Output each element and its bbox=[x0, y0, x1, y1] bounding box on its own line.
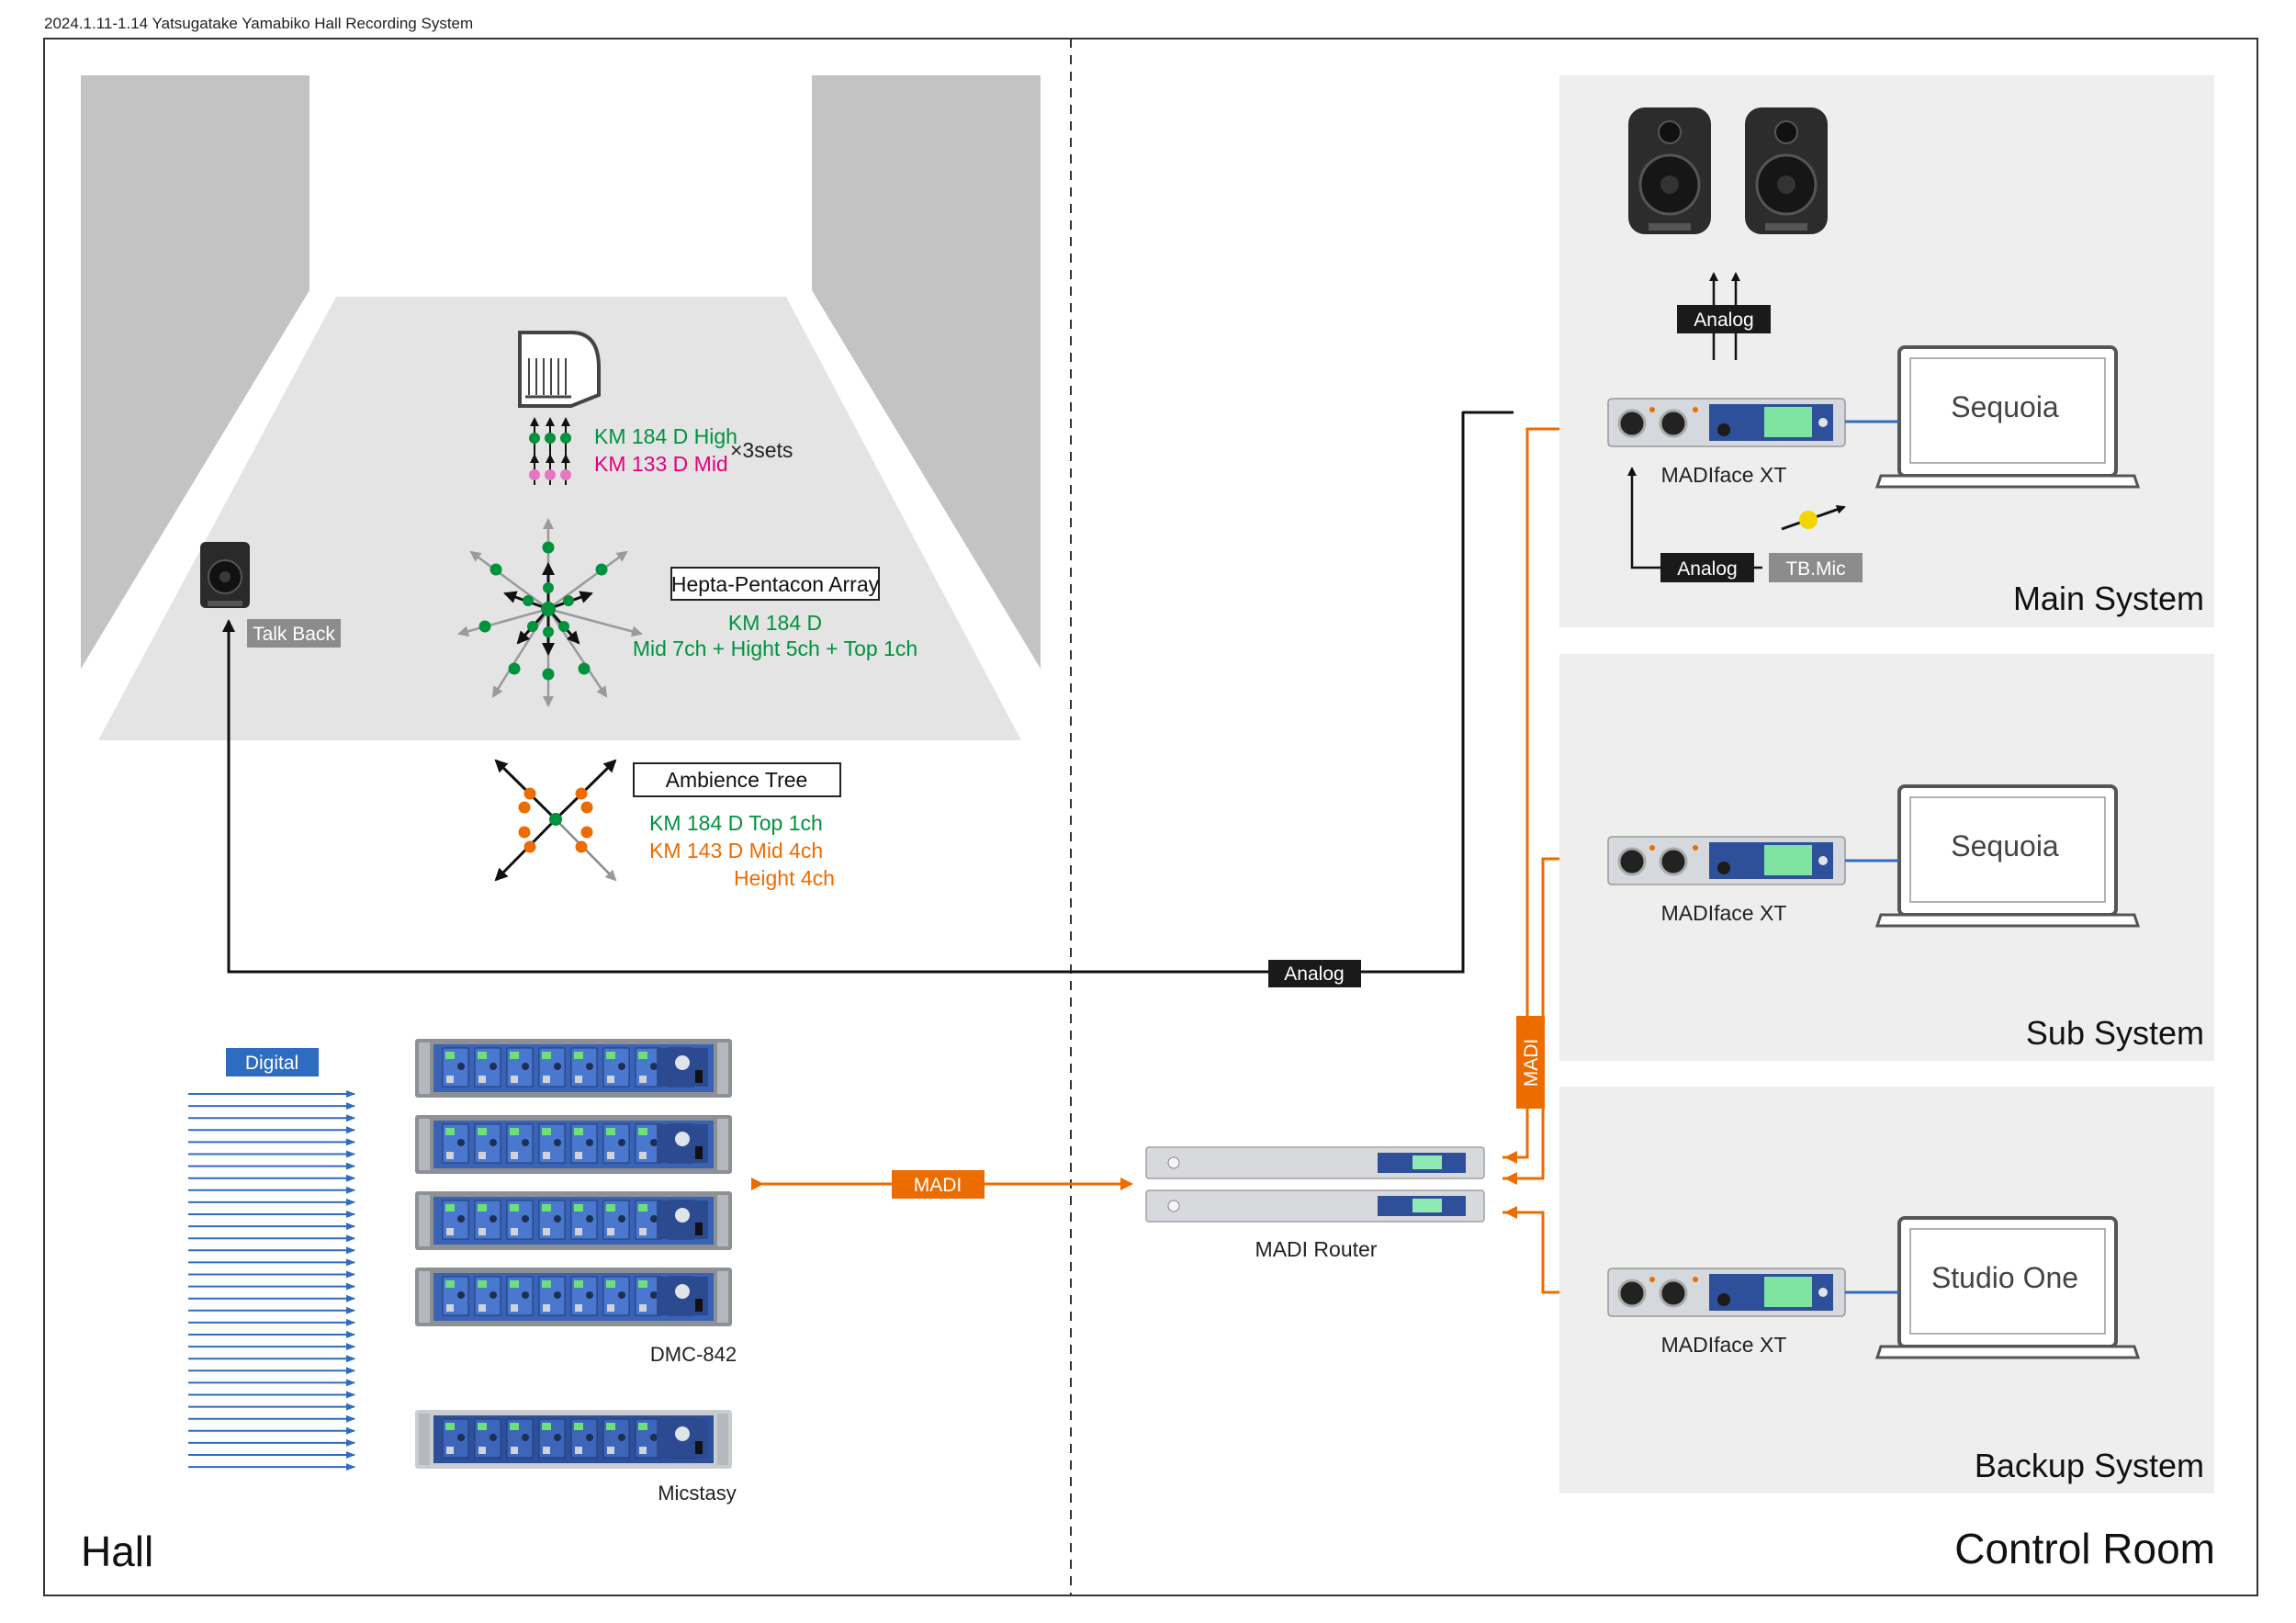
hepta-pentacon-array-icon bbox=[457, 518, 643, 707]
tb-mic-icon bbox=[1781, 504, 1846, 531]
micstasy-unit bbox=[415, 1410, 732, 1469]
analog-out-label: Analog bbox=[1694, 310, 1753, 331]
madiface-sub-label: MADIface XT bbox=[1661, 901, 1787, 925]
hall-zone-label: Hall bbox=[81, 1527, 153, 1575]
backup-system-label: Backup System bbox=[1975, 1447, 2204, 1484]
dmc-842-chassis bbox=[415, 1191, 732, 1250]
digital-input-arrows bbox=[188, 1090, 355, 1471]
piano-icon bbox=[518, 331, 601, 408]
hepta-model: KM 184 D bbox=[728, 611, 822, 635]
usb-links bbox=[1845, 420, 1899, 1294]
dmc-842-chassis bbox=[415, 1039, 732, 1098]
monitor-speaker-icon bbox=[1745, 107, 1828, 234]
monitor-speakers bbox=[1628, 107, 1828, 234]
router-chassis bbox=[1145, 1189, 1485, 1223]
laptop-backup bbox=[1874, 1216, 2141, 1359]
hepta-title: Hepta-Pentacon Array bbox=[671, 572, 880, 596]
talkback-label: Talk Back bbox=[253, 624, 335, 645]
ambience-title-box bbox=[633, 762, 841, 797]
madiface-backup-label: MADIface XT bbox=[1661, 1333, 1787, 1357]
micstasy-label: Micstasy bbox=[658, 1482, 737, 1505]
sub-system-label: Sub System bbox=[2026, 1014, 2204, 1052]
main-system-label: Main System bbox=[2013, 580, 2204, 617]
piano-mic-multiplier: ×3sets bbox=[730, 438, 793, 462]
ambience-tree-icon bbox=[494, 759, 617, 882]
madiface-main bbox=[1607, 398, 1846, 447]
analog-in-label-box bbox=[1660, 553, 1754, 582]
analog-return-label: Analog bbox=[1284, 964, 1344, 985]
analog-talkback-line bbox=[222, 411, 1465, 974]
talkback-speaker-icon bbox=[200, 542, 250, 608]
madi-v-label: MADI bbox=[1521, 1039, 1542, 1088]
router-label: MADI Router bbox=[1255, 1237, 1378, 1261]
piano-mic-mid: KM 133 D Mid bbox=[594, 452, 728, 476]
hepta-channels: Mid 7ch + Hight 5ch + Top 1ch bbox=[633, 637, 917, 660]
madiface-sub bbox=[1607, 836, 1846, 885]
madiface-backup bbox=[1607, 1268, 1846, 1317]
ambience-line2: KM 143 D Mid 4ch bbox=[649, 839, 823, 862]
daw-sub: Sequoia bbox=[1951, 829, 2059, 862]
micstasy-chassis bbox=[415, 1410, 732, 1469]
madi-router-unit bbox=[1145, 1146, 1485, 1223]
analog-in-label: Analog bbox=[1677, 558, 1737, 580]
madi-h-label-box bbox=[892, 1170, 985, 1199]
ambience-line3: Height 4ch bbox=[734, 866, 835, 890]
digital-label: Digital bbox=[245, 1053, 298, 1074]
ambience-line1: KM 184 D Top 1ch bbox=[649, 811, 823, 835]
analog-return-label-box bbox=[1268, 960, 1361, 987]
madi-h-label: MADI bbox=[914, 1175, 962, 1196]
monitor-speaker-icon bbox=[1628, 107, 1711, 234]
piano-mic-arrays bbox=[529, 417, 571, 485]
ambience-title: Ambience Tree bbox=[666, 768, 808, 792]
dmc-842-stack bbox=[415, 1039, 732, 1326]
madi-v-label-box bbox=[1516, 1016, 1545, 1109]
talkback-label-box bbox=[247, 619, 341, 648]
digital-label-box bbox=[226, 1048, 319, 1076]
control-room-zone-label: Control Room bbox=[1954, 1525, 2215, 1572]
tb-mic-label: TB.Mic bbox=[1785, 558, 1845, 580]
tb-mic-label-box bbox=[1769, 553, 1863, 582]
diagram-frame bbox=[43, 38, 2258, 1596]
daw-main: Sequoia bbox=[1951, 390, 2059, 423]
madiface-main-label: MADIface XT bbox=[1661, 463, 1787, 487]
dmc-842-chassis bbox=[415, 1115, 732, 1174]
hall-right-wall bbox=[812, 75, 1041, 669]
laptop-main bbox=[1874, 345, 2141, 489]
hepta-title-box bbox=[670, 567, 880, 601]
router-chassis bbox=[1145, 1146, 1485, 1179]
dmc-842-chassis bbox=[415, 1268, 732, 1326]
daw-backup: Studio One bbox=[1931, 1261, 2078, 1294]
hall-left-wall bbox=[81, 75, 310, 669]
dmc-label: DMC-842 bbox=[650, 1343, 737, 1366]
analog-out-label-box bbox=[1677, 305, 1771, 333]
header-title: 2024.1.11-1.14 Yatsugatake Yamabiko Hall… bbox=[44, 15, 473, 32]
laptop-sub bbox=[1874, 784, 2141, 928]
piano-mic-high: KM 184 D High bbox=[594, 424, 737, 448]
